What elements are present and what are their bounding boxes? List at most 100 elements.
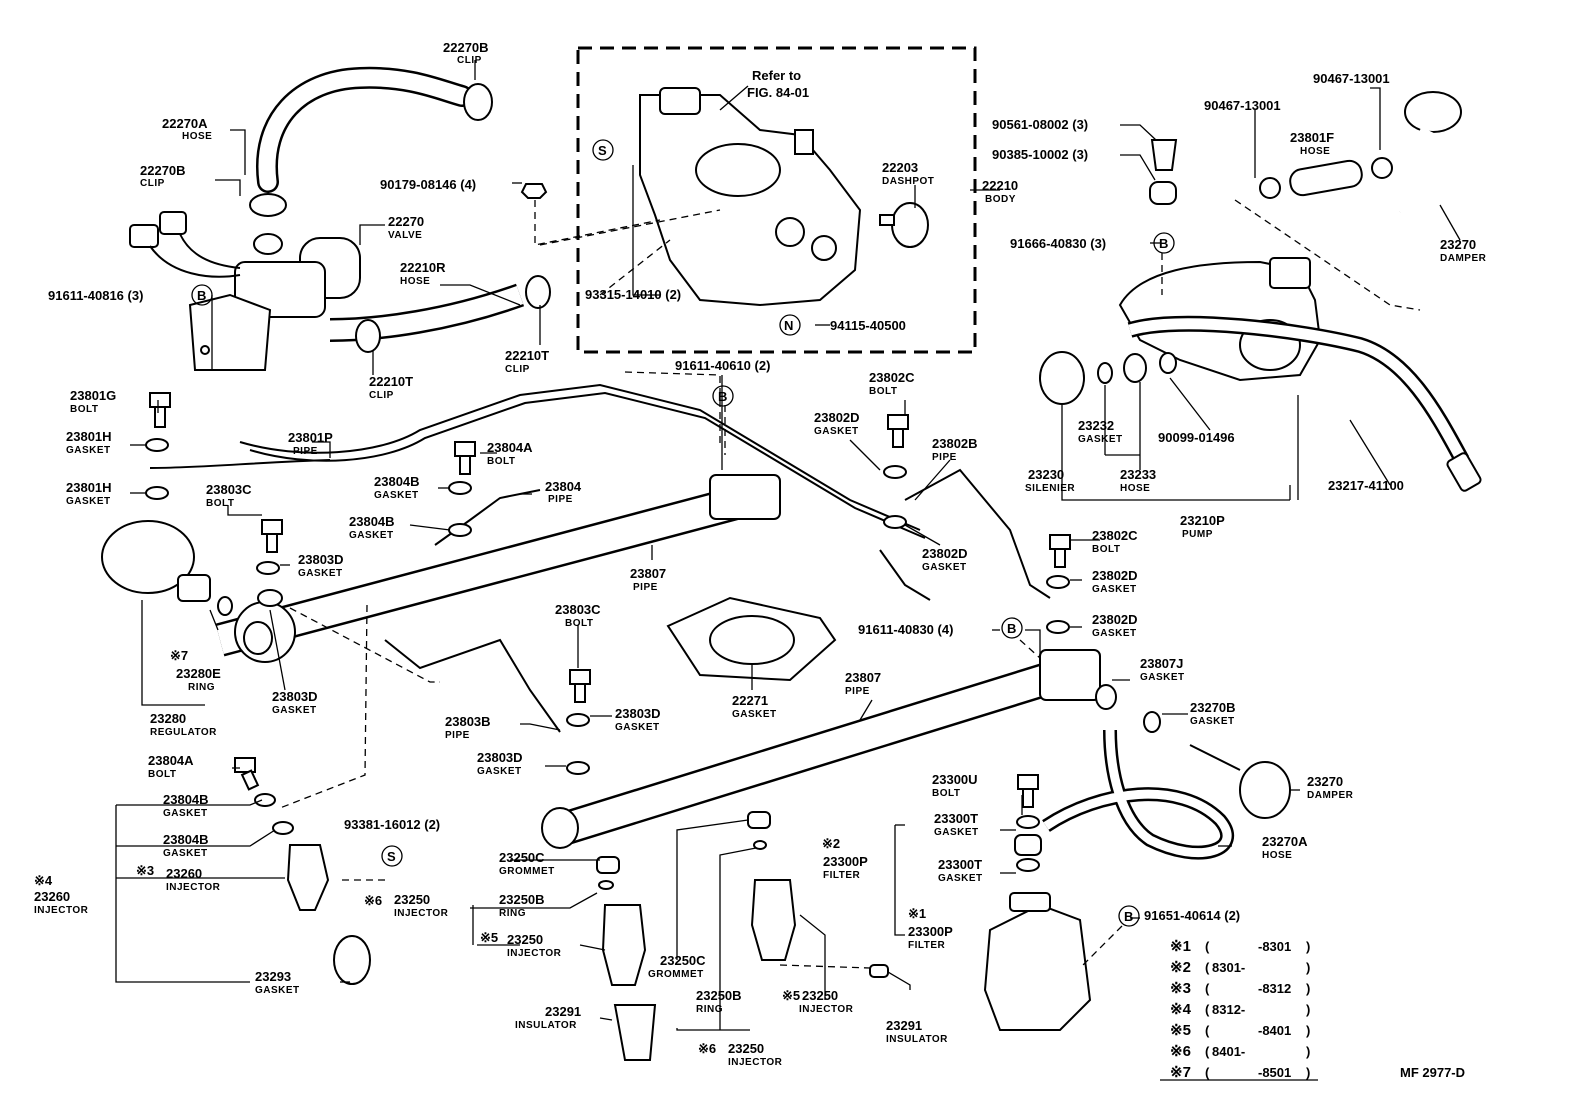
label-l58-pn: 23804A xyxy=(148,753,194,768)
label-l77-nm: GASKET xyxy=(255,985,300,996)
legend-row: ※7 ( -8501 ) xyxy=(1170,1064,1310,1081)
label-l76-pn: 23250C xyxy=(660,953,706,968)
label-l22-pn: 23801G xyxy=(70,388,116,403)
legend-open: ( xyxy=(1205,1065,1210,1080)
label-l57-nm: GASKET xyxy=(477,766,522,777)
label-l41-pn: 23217-41100 xyxy=(1328,478,1404,493)
legend-close: ) xyxy=(1306,1044,1310,1059)
legend-mark: ※1 xyxy=(1170,938,1191,955)
marker-1: ※1 xyxy=(908,906,926,921)
label-l79-nm: RING xyxy=(696,1004,723,1015)
label-l42-pn: 23210P xyxy=(1180,513,1225,528)
legend-row: ※5 ( -8401 ) xyxy=(1170,1022,1310,1039)
refer-note: Refer to FIG. 84-01 xyxy=(719,68,809,111)
label-l1-pn: 22270B xyxy=(443,40,489,55)
marker-7: ※7 xyxy=(170,648,188,663)
label-l42-nm: PUMP xyxy=(1182,529,1213,540)
label-l10-nm: DASHPOT xyxy=(882,176,934,187)
legend-row: ※4 ( 8312- ) xyxy=(1170,1001,1310,1018)
label-l10-pn: 22203 xyxy=(882,160,918,175)
label-l78-nm: INSULATOR xyxy=(515,1020,577,1031)
label-l52-pn: 23807 xyxy=(845,670,881,685)
legend-to: -8301 xyxy=(1258,939,1291,954)
label-l60-pn: 23804B xyxy=(163,792,209,807)
legend-row: ※3 ( -8312 ) xyxy=(1170,980,1310,997)
label-l20-nm: DAMPER xyxy=(1440,253,1487,264)
label-l15-pn: 90385-10002 (3) xyxy=(992,147,1088,162)
marker-6b: ※6 xyxy=(698,1041,716,1056)
label-l36-nm: GASKET xyxy=(922,562,967,573)
label-l57-pn: 23803D xyxy=(477,750,523,765)
label-l19-nm: HOSE xyxy=(1300,146,1330,157)
label-l64-pn: 23300T xyxy=(934,811,978,826)
label-l47-pn: 23280E xyxy=(176,666,221,681)
legend-open: ( xyxy=(1205,1002,1210,1017)
label-l45-nm: GASKET xyxy=(1092,628,1137,639)
label-l8-pn: 22210T xyxy=(369,374,413,389)
symbol-b-filter xyxy=(1118,905,1140,927)
symbol-n xyxy=(779,314,801,336)
label-l12-pn: 93315-14010 (2) xyxy=(585,287,681,302)
label-l74-nm: FILTER xyxy=(908,940,946,951)
label-l26-nm: BOLT xyxy=(487,456,515,467)
symbol-b-rail xyxy=(712,385,734,407)
label-l25-nm: GASKET xyxy=(66,496,111,507)
label-l4-pn: 22270 xyxy=(388,214,424,229)
marker-6a: ※6 xyxy=(364,893,382,908)
label-l49-pn: 23803D xyxy=(272,689,318,704)
label-l82-nm: INJECTOR xyxy=(728,1057,783,1068)
label-l48-nm: REGULATOR xyxy=(150,727,217,738)
label-l39-nm: HOSE xyxy=(1120,483,1150,494)
label-l35-nm: PIPE xyxy=(932,452,957,463)
label-l33-nm: BOLT xyxy=(869,386,897,397)
label-l13-pn: 94115-40500 xyxy=(830,318,906,333)
label-l70-pn: 23300T xyxy=(938,857,982,872)
label-l76-nm: GROMMET xyxy=(648,969,704,980)
label-l71-nm: INJECTOR xyxy=(394,908,449,919)
label-l2-nm: HOSE xyxy=(182,131,212,142)
label-l40-pn: 90099-01496 xyxy=(1158,430,1235,445)
label-l78-pn: 23291 xyxy=(545,1004,581,1019)
label-l58-nm: BOLT xyxy=(148,769,176,780)
label-l5-pn: 90179-08146 (4) xyxy=(380,177,476,192)
label-l82-pn: 23250 xyxy=(728,1041,764,1056)
label-l72-pn: 23250B xyxy=(499,892,545,907)
legend-row: ※1 ( -8301 ) xyxy=(1170,938,1310,955)
label-l11-pn: 22210 xyxy=(982,178,1018,193)
dashed-reference-lines xyxy=(279,199,1421,969)
part-drawings xyxy=(101,66,1482,1061)
circled-symbols: S N B B B B S B xyxy=(191,139,1175,927)
label-l51-pn: 22271 xyxy=(732,693,768,708)
label-l80-nm: INJECTOR xyxy=(799,1004,854,1015)
label-l23-pn: 23801P xyxy=(288,430,333,445)
label-l30-nm: GASKET xyxy=(349,530,394,541)
label-l8-nm: CLIP xyxy=(369,390,394,401)
label-l67-pn: 23260 xyxy=(166,866,202,881)
label-l70-nm: GASKET xyxy=(938,873,983,884)
label-l27-pn: 23804B xyxy=(374,474,420,489)
legend-close: ) xyxy=(1306,1023,1310,1038)
label-l32-nm: PIPE xyxy=(633,582,658,593)
label-l50-nm: BOLT xyxy=(565,618,593,629)
label-l18-pn: 90467-13001 xyxy=(1204,98,1281,113)
label-l28-nm: PIPE xyxy=(548,494,573,505)
label-l29-pn: 23803C xyxy=(206,482,252,497)
variant-legend: ※1 ( -8301 ) ※2 ( 8301- ) ※3 ( -8312 ) ※… xyxy=(1160,938,1318,1081)
symbol-n-text: N xyxy=(784,318,793,333)
label-l9-pn: 22210T xyxy=(505,348,549,363)
legend-row: ※2 ( 8301- ) xyxy=(1170,959,1310,976)
label-l73-pn: 23250 xyxy=(507,932,543,947)
marker-5b: ※5 xyxy=(782,988,800,1003)
label-l54-nm: GASKET xyxy=(1190,716,1235,727)
leader-lines xyxy=(115,60,1461,1031)
marker-2: ※2 xyxy=(822,836,840,851)
symbol-s-throttle-text: S xyxy=(598,143,607,158)
legend-open: ( xyxy=(1205,960,1210,975)
symbol-b-valve-text: B xyxy=(197,288,206,303)
label-l28-pn: 23804 xyxy=(545,479,582,494)
label-l22-nm: BOLT xyxy=(70,404,98,415)
label-l23-nm: PIPE xyxy=(293,446,318,457)
label-l31-pn: 23803D xyxy=(298,552,344,567)
label-l53-nm: GASKET xyxy=(1140,672,1185,683)
label-l48-pn: 23280 xyxy=(150,711,186,726)
